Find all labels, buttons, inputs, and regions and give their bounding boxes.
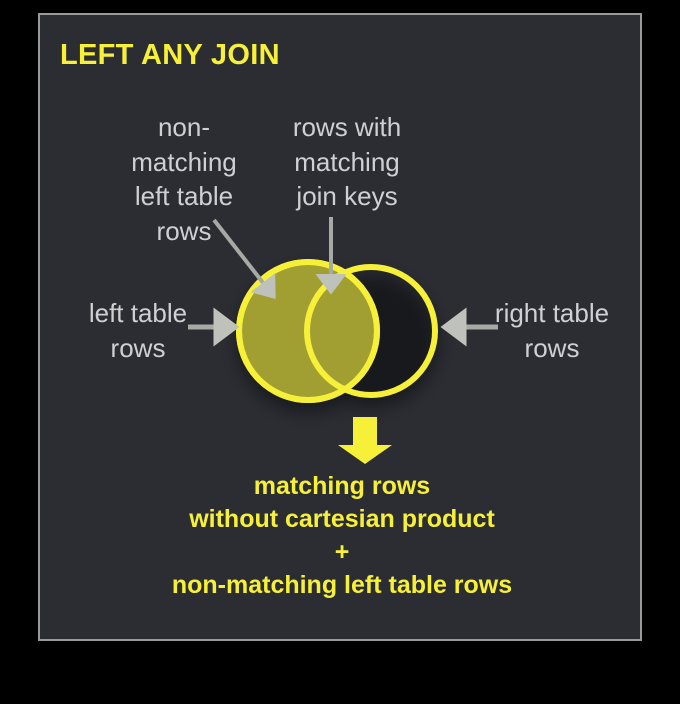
page-title: LEFT ANY JOIN (60, 39, 280, 71)
non-matching-arrow (212, 218, 276, 299)
caption-line-1: matching rows (253, 472, 431, 500)
caption-line-4: non-matching left table rows (171, 571, 513, 599)
right-table-circle (304, 264, 438, 398)
result-caption: matching rows without cartesian product … (40, 470, 640, 602)
venn-diagram-graphic (188, 217, 498, 464)
label-left-table-rows: left table rows (88, 298, 188, 363)
diagram-panel: LEFT ANY JOIN non- matching left table r… (38, 13, 642, 641)
result-arrow (338, 417, 392, 464)
label-matching-join-keys: rows with matching join keys (292, 112, 402, 212)
caption-line-2: without cartesian product (189, 505, 495, 533)
caption-line-3: + (334, 538, 350, 566)
label-non-matching-left-rows: non- matching left table rows (131, 112, 237, 246)
label-right-table-rows: right table rows (494, 298, 610, 363)
